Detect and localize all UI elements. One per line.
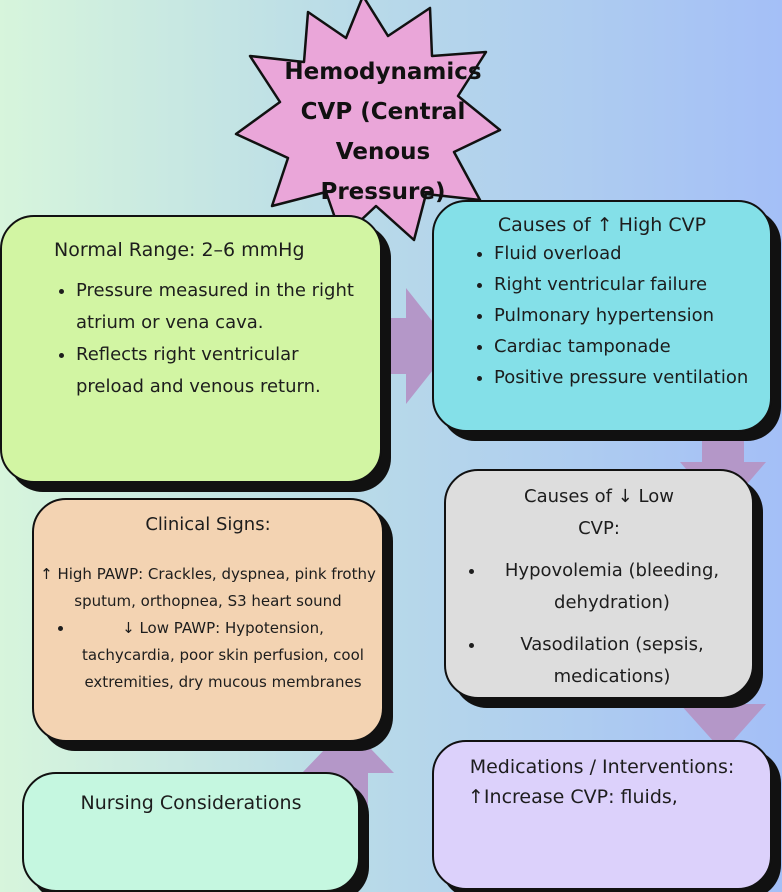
list-item: Cardiac tamponade [494,331,762,362]
high-cvp-list: Fluid overload Right ventricular failure… [434,238,770,393]
normal-range-heading: Normal Range: 2–6 mmHg [54,239,305,261]
arrow-right-icon [348,288,452,404]
high-cvp-box: Causes of ↑ High CVP Fluid overload Righ… [432,200,772,432]
low-cvp-list: Hypovolemia (bleeding, dehydration) Vaso… [446,555,752,693]
list-item: Fluid overload [494,238,762,269]
medications-line: ↑Increase CVP: fluids, [468,786,678,808]
clinical-signs-box: Clinical Signs: ↑ High PAWP: Crackles, d… [32,498,384,742]
list-item: Pulmonary hypertension [494,300,762,331]
list-item: Reflects right ventricular preload and v… [76,339,366,403]
clinical-signs-list: ↓ Low PAWP: Hypotension, tachycardia, po… [34,615,382,696]
title-line-2: CVP (Central [300,99,466,125]
nursing-heading: Nursing Considerations [80,792,302,814]
list-item: Hypovolemia (bleeding, dehydration) [486,555,738,619]
title-line-3: Venous [335,139,431,165]
title-line-1: Hemodynamics [284,59,482,85]
low-cvp-heading: Causes of ↓ Low CVP: [524,486,674,539]
clinical-signs-low: ↓ Low PAWP: Hypotension, tachycardia, po… [74,615,372,696]
nursing-considerations-box: Nursing Considerations [22,772,360,892]
title-starburst [234,0,502,242]
clinical-signs-heading: Clinical Signs: [145,514,271,535]
clinical-signs-high: ↑ High PAWP: Crackles, dyspnea, pink fro… [40,565,376,610]
title: Hemodynamics CVP (Central Venous Pressur… [258,52,508,212]
normal-range-box: Normal Range: 2–6 mmHg Pressure measured… [0,215,382,483]
list-item: Positive pressure ventilation [494,362,762,393]
normal-range-list: Pressure measured in the right atrium or… [2,275,380,403]
high-cvp-heading: Causes of ↑ High CVP [497,214,707,236]
title-line-4: Pressure) [320,179,446,205]
list-item: Pressure measured in the right atrium or… [76,275,366,339]
list-item: Right ventricular failure [494,269,762,300]
list-item: Vasodilation (sepsis, medications) [486,629,738,693]
medications-heading: Medications / Interventions: [469,756,735,778]
arrow-down-icon [680,656,766,752]
low-cvp-box: Causes of ↓ Low CVP: Hypovolemia (bleedi… [444,469,754,699]
medications-box: Medications / Interventions: ↑Increase C… [432,740,772,890]
